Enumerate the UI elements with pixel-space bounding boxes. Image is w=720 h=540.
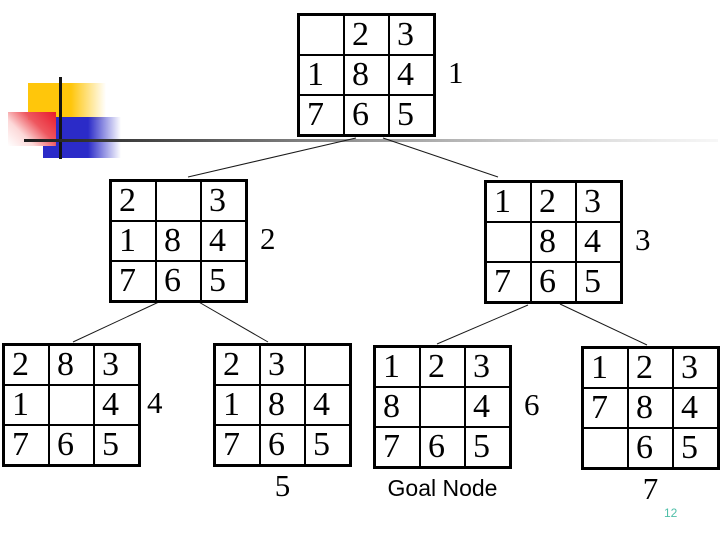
puzzle-cell: 7	[486, 262, 531, 302]
page-number: 12	[664, 506, 678, 520]
puzzle-node-4: 2 8 3 1 4 7 6 5 4	[2, 343, 163, 467]
puzzle-cell: 1	[111, 221, 156, 261]
puzzle-cell: 1	[299, 55, 344, 95]
puzzle-cell: 7	[215, 425, 260, 465]
decor-vertical-line	[59, 77, 62, 159]
puzzle-grid-7: 1 2 3 7 8 4 6 5	[581, 346, 720, 470]
edge-1-2	[187, 137, 357, 178]
node-label-1: 1	[448, 55, 464, 90]
puzzle-cell: 5	[465, 427, 510, 467]
puzzle-cell: 2	[344, 15, 389, 55]
puzzle-cell: 4	[94, 385, 139, 425]
puzzle-cell: 2	[420, 347, 465, 387]
node-label-5: 5	[274, 468, 291, 503]
puzzle-cell: 5	[389, 95, 434, 135]
puzzle-cell: 8	[156, 221, 201, 261]
puzzle-cell: 6	[628, 428, 673, 468]
puzzle-cell: 2	[531, 182, 576, 222]
edge-3-6	[436, 304, 529, 345]
puzzle-cell: 6	[156, 261, 201, 301]
puzzle-cell: 1	[583, 348, 628, 388]
puzzle-node-2: 2 3 1 8 4 7 6 5 2	[109, 179, 276, 303]
puzzle-grid-3: 1 2 3 8 4 7 6 5	[484, 180, 623, 304]
puzzle-cell: 1	[486, 182, 531, 222]
node-label-3: 3	[635, 222, 651, 257]
puzzle-cell: 1	[375, 347, 420, 387]
puzzle-grid-6: 1 2 3 8 4 7 6 5	[373, 345, 512, 469]
puzzle-cell: 4	[465, 387, 510, 427]
puzzle-cell: 3	[260, 345, 305, 385]
puzzle-cell	[299, 15, 344, 55]
node-label-7: 7	[642, 471, 659, 506]
puzzle-cell: 5	[201, 261, 246, 301]
puzzle-cell: 8	[260, 385, 305, 425]
puzzle-cell: 5	[305, 425, 350, 465]
puzzle-cell: 6	[49, 425, 94, 465]
puzzle-cell: 8	[531, 222, 576, 262]
decor-horizontal-line	[24, 139, 718, 142]
goal-node-caption: Goal Node	[387, 475, 498, 501]
puzzle-grid-4: 2 8 3 1 4 7 6 5	[2, 343, 141, 467]
puzzle-cell: 1	[4, 385, 49, 425]
puzzle-cell: 3	[389, 15, 434, 55]
puzzle-cell: 5	[94, 425, 139, 465]
puzzle-cell: 7	[111, 261, 156, 301]
puzzle-cell: 3	[465, 347, 510, 387]
puzzle-cell	[486, 222, 531, 262]
puzzle-cell: 4	[576, 222, 621, 262]
edge-1-3	[382, 137, 499, 178]
puzzle-cell: 3	[94, 345, 139, 385]
puzzle-cell: 4	[305, 385, 350, 425]
puzzle-cell	[583, 428, 628, 468]
puzzle-cell: 2	[111, 181, 156, 221]
puzzle-cell: 6	[260, 425, 305, 465]
puzzle-cell: 1	[215, 385, 260, 425]
puzzle-cell: 5	[673, 428, 718, 468]
puzzle-cell: 7	[299, 95, 344, 135]
puzzle-cell	[156, 181, 201, 221]
node-label-6: 6	[524, 387, 540, 422]
puzzle-cell: 3	[673, 348, 718, 388]
puzzle-node-7: 1 2 3 7 8 4 6 5 7	[581, 346, 720, 504]
decor-blue-square	[55, 117, 121, 158]
puzzle-cell: 4	[673, 388, 718, 428]
puzzle-node-5: 2 3 1 8 4 7 6 5 5	[213, 343, 352, 501]
puzzle-grid-2: 2 3 1 8 4 7 6 5	[109, 179, 248, 303]
puzzle-grid-5: 2 3 1 8 4 7 6 5	[213, 343, 352, 467]
puzzle-cell: 8	[49, 345, 94, 385]
puzzle-cell: 3	[201, 181, 246, 221]
puzzle-cell: 4	[389, 55, 434, 95]
puzzle-node-3: 1 2 3 8 4 7 6 5 3	[484, 180, 651, 304]
decor-blue-small-square	[43, 146, 64, 158]
puzzle-cell: 7	[375, 427, 420, 467]
edge-2-4	[72, 300, 162, 343]
puzzle-cell: 3	[576, 182, 621, 222]
puzzle-cell: 4	[201, 221, 246, 261]
puzzle-cell: 2	[4, 345, 49, 385]
puzzle-cell: 2	[628, 348, 673, 388]
puzzle-cell: 2	[215, 345, 260, 385]
puzzle-cell	[420, 387, 465, 427]
puzzle-cell	[49, 385, 94, 425]
node-label-2: 2	[260, 221, 276, 256]
puzzle-cell: 7	[583, 388, 628, 428]
node-label-4: 4	[147, 385, 163, 420]
puzzle-cell: 6	[344, 95, 389, 135]
puzzle-cell: 6	[420, 427, 465, 467]
puzzle-cell	[305, 345, 350, 385]
puzzle-cell: 7	[4, 425, 49, 465]
edge-2-5	[196, 300, 269, 343]
puzzle-cell: 8	[375, 387, 420, 427]
puzzle-cell: 6	[531, 262, 576, 302]
puzzle-cell: 5	[576, 262, 621, 302]
puzzle-cell: 8	[344, 55, 389, 95]
puzzle-grid-1: 2 3 1 8 4 7 6 5	[297, 13, 436, 137]
edge-3-7	[559, 303, 648, 346]
puzzle-node-6: 1 2 3 8 4 7 6 5 6 Goal Node	[373, 345, 540, 500]
puzzle-cell: 8	[628, 388, 673, 428]
puzzle-node-1: 2 3 1 8 4 7 6 5 1	[297, 13, 464, 137]
